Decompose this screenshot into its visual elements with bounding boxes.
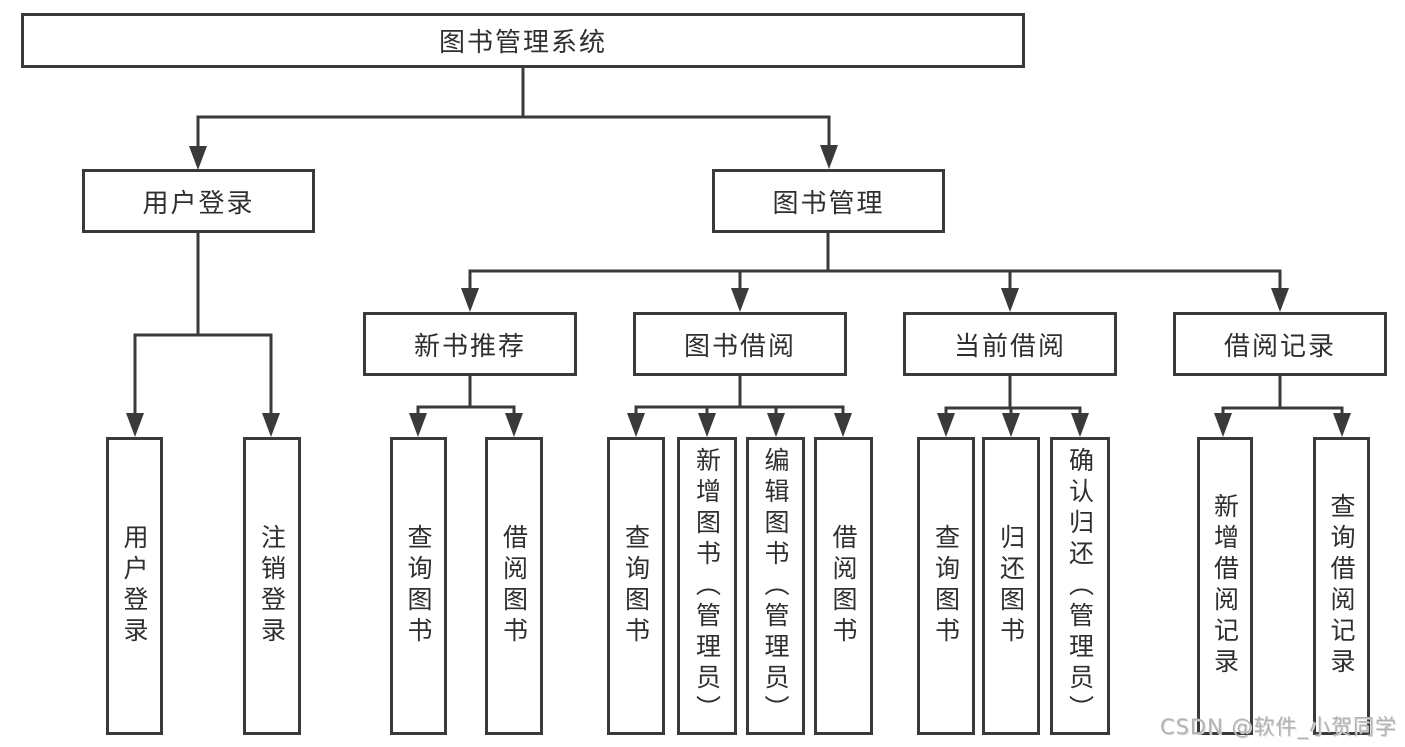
node-book-borrow: 图书借阅 xyxy=(633,312,847,376)
node-root-system: 图书管理系统 xyxy=(21,13,1025,68)
leaf-query-books-3: 查询图书 xyxy=(917,437,975,735)
leaf-query-books-1: 查询图书 xyxy=(390,437,447,735)
leaf-return-books: 归还图书 xyxy=(982,437,1040,735)
node-current-borrow: 当前借阅 xyxy=(903,312,1117,376)
leaf-confirm-return-admin: 确认归还（管理员） xyxy=(1050,437,1110,735)
watermark: CSDN @软件_小贺同学 xyxy=(1159,715,1397,739)
leaf-query-borrow-record: 查询借阅记录 xyxy=(1313,437,1370,735)
node-new-book-recommend: 新书推荐 xyxy=(363,312,577,376)
node-book-management: 图书管理 xyxy=(712,169,945,233)
leaf-user-login: 用户登录 xyxy=(106,437,163,735)
node-borrow-records: 借阅记录 xyxy=(1173,312,1387,376)
leaf-edit-books-admin: 编辑图书（管理员） xyxy=(746,437,805,735)
leaf-borrow-books-1: 借阅图书 xyxy=(485,437,543,735)
leaf-logout: 注销登录 xyxy=(243,437,301,735)
leaf-borrow-books-2: 借阅图书 xyxy=(814,437,873,735)
leaf-add-borrow-record: 新增借阅记录 xyxy=(1197,437,1253,735)
leaf-query-books-2: 查询图书 xyxy=(607,437,665,735)
node-user-login: 用户登录 xyxy=(82,169,315,233)
leaf-add-books-admin: 新增图书（管理员） xyxy=(677,437,737,735)
